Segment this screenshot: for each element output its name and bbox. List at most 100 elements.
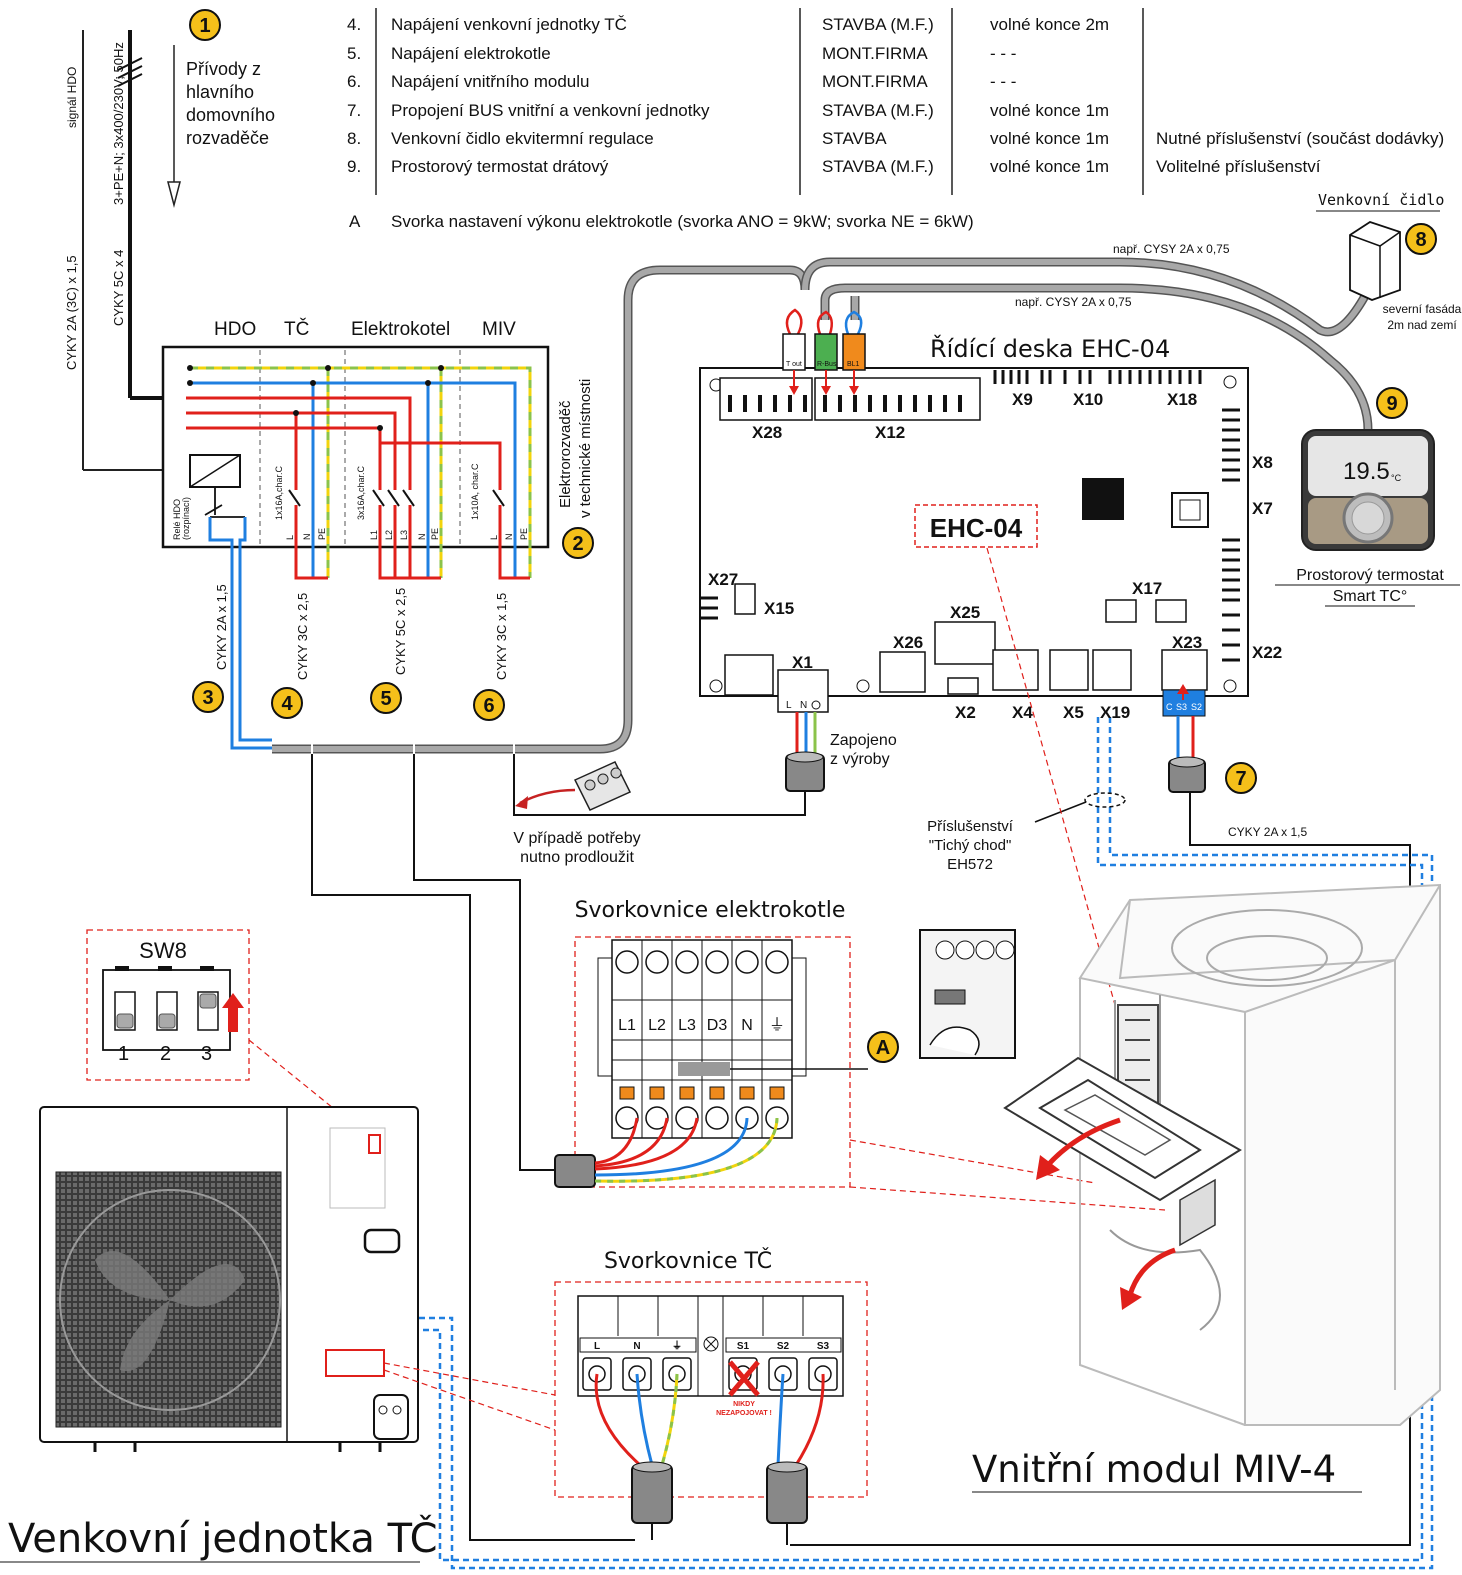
- svg-text:5: 5: [380, 688, 391, 710]
- supply-lines: [82, 30, 186, 471]
- factory-note: Zapojeno z výroby: [830, 732, 897, 768]
- svg-text:Prostorový termostat: Prostorový termostat: [1296, 567, 1444, 584]
- sensor-note: severní fasáda 2m nad zemí: [1383, 302, 1462, 332]
- svg-text:STAVBA: STAVBA: [822, 129, 887, 148]
- svg-text:X5: X5: [1063, 703, 1084, 722]
- svg-text:severní fasáda: severní fasáda: [1383, 302, 1462, 316]
- svg-text:D3: D3: [707, 1017, 728, 1034]
- footnote-key: A: [349, 212, 361, 231]
- svg-text:X4: X4: [1012, 703, 1033, 722]
- callout-7: 7: [1225, 762, 1257, 794]
- svg-text:Napájení elektrokotle: Napájení elektrokotle: [391, 44, 551, 63]
- svg-text:X1: X1: [792, 653, 813, 672]
- svg-text:X8: X8: [1252, 453, 1273, 472]
- breaker-miv-label: 1x10A, char.C: [470, 463, 480, 520]
- svg-text:S3: S3: [817, 1341, 830, 1352]
- cysy-top-label: např. CYSY 2A x 0,75: [1113, 242, 1230, 256]
- tc-terminal-labels: L N ⏚ S1 S2 S3: [594, 1340, 830, 1352]
- svg-text:7.: 7.: [347, 101, 361, 120]
- svg-text:X15: X15: [764, 599, 794, 618]
- svg-text:X23: X23: [1172, 633, 1202, 652]
- svg-text:Volitelné příslušenství: Volitelné příslušenství: [1156, 157, 1321, 176]
- svg-text:NEZAPOJOVAT !: NEZAPOJOVAT !: [716, 1410, 772, 1417]
- outdoor-unit-title: Venkovní jednotka TČ: [8, 1514, 438, 1562]
- indoor-unit-title: Vnitřní modul MIV-4: [972, 1448, 1336, 1491]
- svg-text:Elektrokotel: Elektrokotel: [351, 319, 450, 340]
- callout-8: 8: [1405, 223, 1437, 255]
- svg-text:3: 3: [202, 687, 213, 709]
- tc-terminal-block: [577, 1295, 844, 1545]
- svg-text:L2: L2: [384, 530, 394, 540]
- board-terminal-labels: L N PE L1 L2 L3 N PE L N PE: [285, 528, 529, 540]
- indoor-arrows: [1036, 1117, 1176, 1310]
- svg-text:X25: X25: [950, 603, 980, 622]
- svg-text:X18: X18: [1167, 390, 1197, 409]
- main-supply-label: 3+PE+N; 3x400/230V; 50Hz: [111, 42, 126, 205]
- svg-text:L: L: [489, 535, 499, 540]
- svg-text:9.: 9.: [347, 157, 361, 176]
- svg-text:X26: X26: [893, 633, 923, 652]
- svg-text:- - -: - - -: [990, 44, 1016, 63]
- svg-text:2: 2: [572, 533, 583, 555]
- svg-text:Nutné příslušenství (součást d: Nutné příslušenství (součást dodávky): [1156, 129, 1444, 148]
- svg-text:A: A: [876, 1037, 890, 1059]
- svg-text:N: N: [741, 1017, 753, 1034]
- relay-label-2: (rozpínací): [181, 497, 191, 540]
- svg-text:STAVBA (M.F.): STAVBA (M.F.): [822, 15, 934, 34]
- boiler-terminal-block: [554, 939, 868, 1188]
- svg-text:volné konce 1m: volné konce 1m: [990, 101, 1109, 120]
- svg-text:L1: L1: [618, 1017, 636, 1034]
- boiler-terminal-labels: L1 L2 L3 D3 N ⏚: [618, 1016, 785, 1034]
- svg-text:4: 4: [281, 693, 293, 715]
- cable-4-label: CYKY 3C x 2,5: [295, 593, 310, 680]
- callout-9: 9: [1376, 387, 1408, 419]
- cable-runs: [272, 257, 1434, 1570]
- svg-text:X27: X27: [708, 570, 738, 589]
- svg-text:⏚: ⏚: [672, 1340, 682, 1352]
- indoor-module-icon: [1003, 883, 1441, 1426]
- control-board-title: Řídící deska EHC-04: [930, 334, 1170, 363]
- svg-text:⏚: ⏚: [769, 1016, 785, 1034]
- svg-text:N: N: [633, 1341, 640, 1352]
- svg-text:STAVBA (M.F.): STAVBA (M.F.): [822, 157, 934, 176]
- svg-text:Venkovní čidlo ekvitermní regu: Venkovní čidlo ekvitermní regulace: [391, 129, 654, 148]
- cable-hdo-label: CYKY 2A (3C) x 1,5: [64, 255, 79, 370]
- svg-text:L1: L1: [369, 530, 379, 540]
- table-row: 8. Venkovní čidlo ekvitermní regulace ST…: [347, 129, 1444, 148]
- x1-pin-labels: L N: [786, 700, 821, 711]
- svg-text:Propojení BUS vnitřní a venkov: Propojení BUS vnitřní a venkovní jednotk…: [391, 101, 710, 120]
- x23-pin-labels: C S3 S2: [1166, 702, 1202, 712]
- svg-text:X12: X12: [875, 423, 905, 442]
- table-row: 5. Napájení elektrokotle MONT.FIRMA - - …: [347, 44, 1016, 63]
- svg-text:N: N: [417, 534, 427, 541]
- svg-text:Přívody z: Přívody z: [186, 59, 261, 79]
- sw8-switch-numbers: 1 2 3: [118, 1043, 212, 1065]
- silent-mode-note: Příslušenství "Tichý chod" EH572: [927, 818, 1014, 873]
- svg-text:N: N: [302, 534, 312, 541]
- svg-text:8: 8: [1415, 229, 1426, 251]
- svg-text:1: 1: [118, 1043, 129, 1065]
- svg-text:X7: X7: [1252, 499, 1273, 518]
- thermostat-unit: °C: [1391, 473, 1402, 483]
- tc-terminal-warning: NIKDY NEZAPOJOVAT !: [716, 1401, 772, 1417]
- bl1-label: BL1: [847, 361, 860, 368]
- svg-text:volné konce 1m: volné konce 1m: [990, 129, 1109, 148]
- breaker-ek-label: 3x16A,char.C: [356, 465, 366, 520]
- svg-text:Prostorový termostat drátový: Prostorový termostat drátový: [391, 157, 609, 176]
- svg-text:S1: S1: [737, 1341, 750, 1352]
- svg-text:8.: 8.: [347, 129, 361, 148]
- svg-text:PE: PE: [519, 528, 529, 540]
- boiler-terminal-title: Svorkovnice elektrokotle: [575, 898, 846, 923]
- svg-text:2: 2: [160, 1043, 171, 1065]
- svg-text:Napájení venkovní jednotky TČ: Napájení venkovní jednotky TČ: [391, 15, 627, 34]
- board-side-label-1: Elektrorozvaděč: [557, 400, 574, 508]
- svg-text:6: 6: [483, 695, 494, 717]
- svg-text:X9: X9: [1012, 390, 1033, 409]
- callout-2: 2: [562, 527, 594, 559]
- svg-text:C: C: [1166, 702, 1173, 712]
- extend-note: V případě potřeby nutno prodloužit: [513, 830, 640, 866]
- tout-label: T out: [786, 361, 802, 368]
- svg-text:X17: X17: [1132, 579, 1162, 598]
- svg-text:rozvaděče: rozvaděče: [186, 128, 269, 148]
